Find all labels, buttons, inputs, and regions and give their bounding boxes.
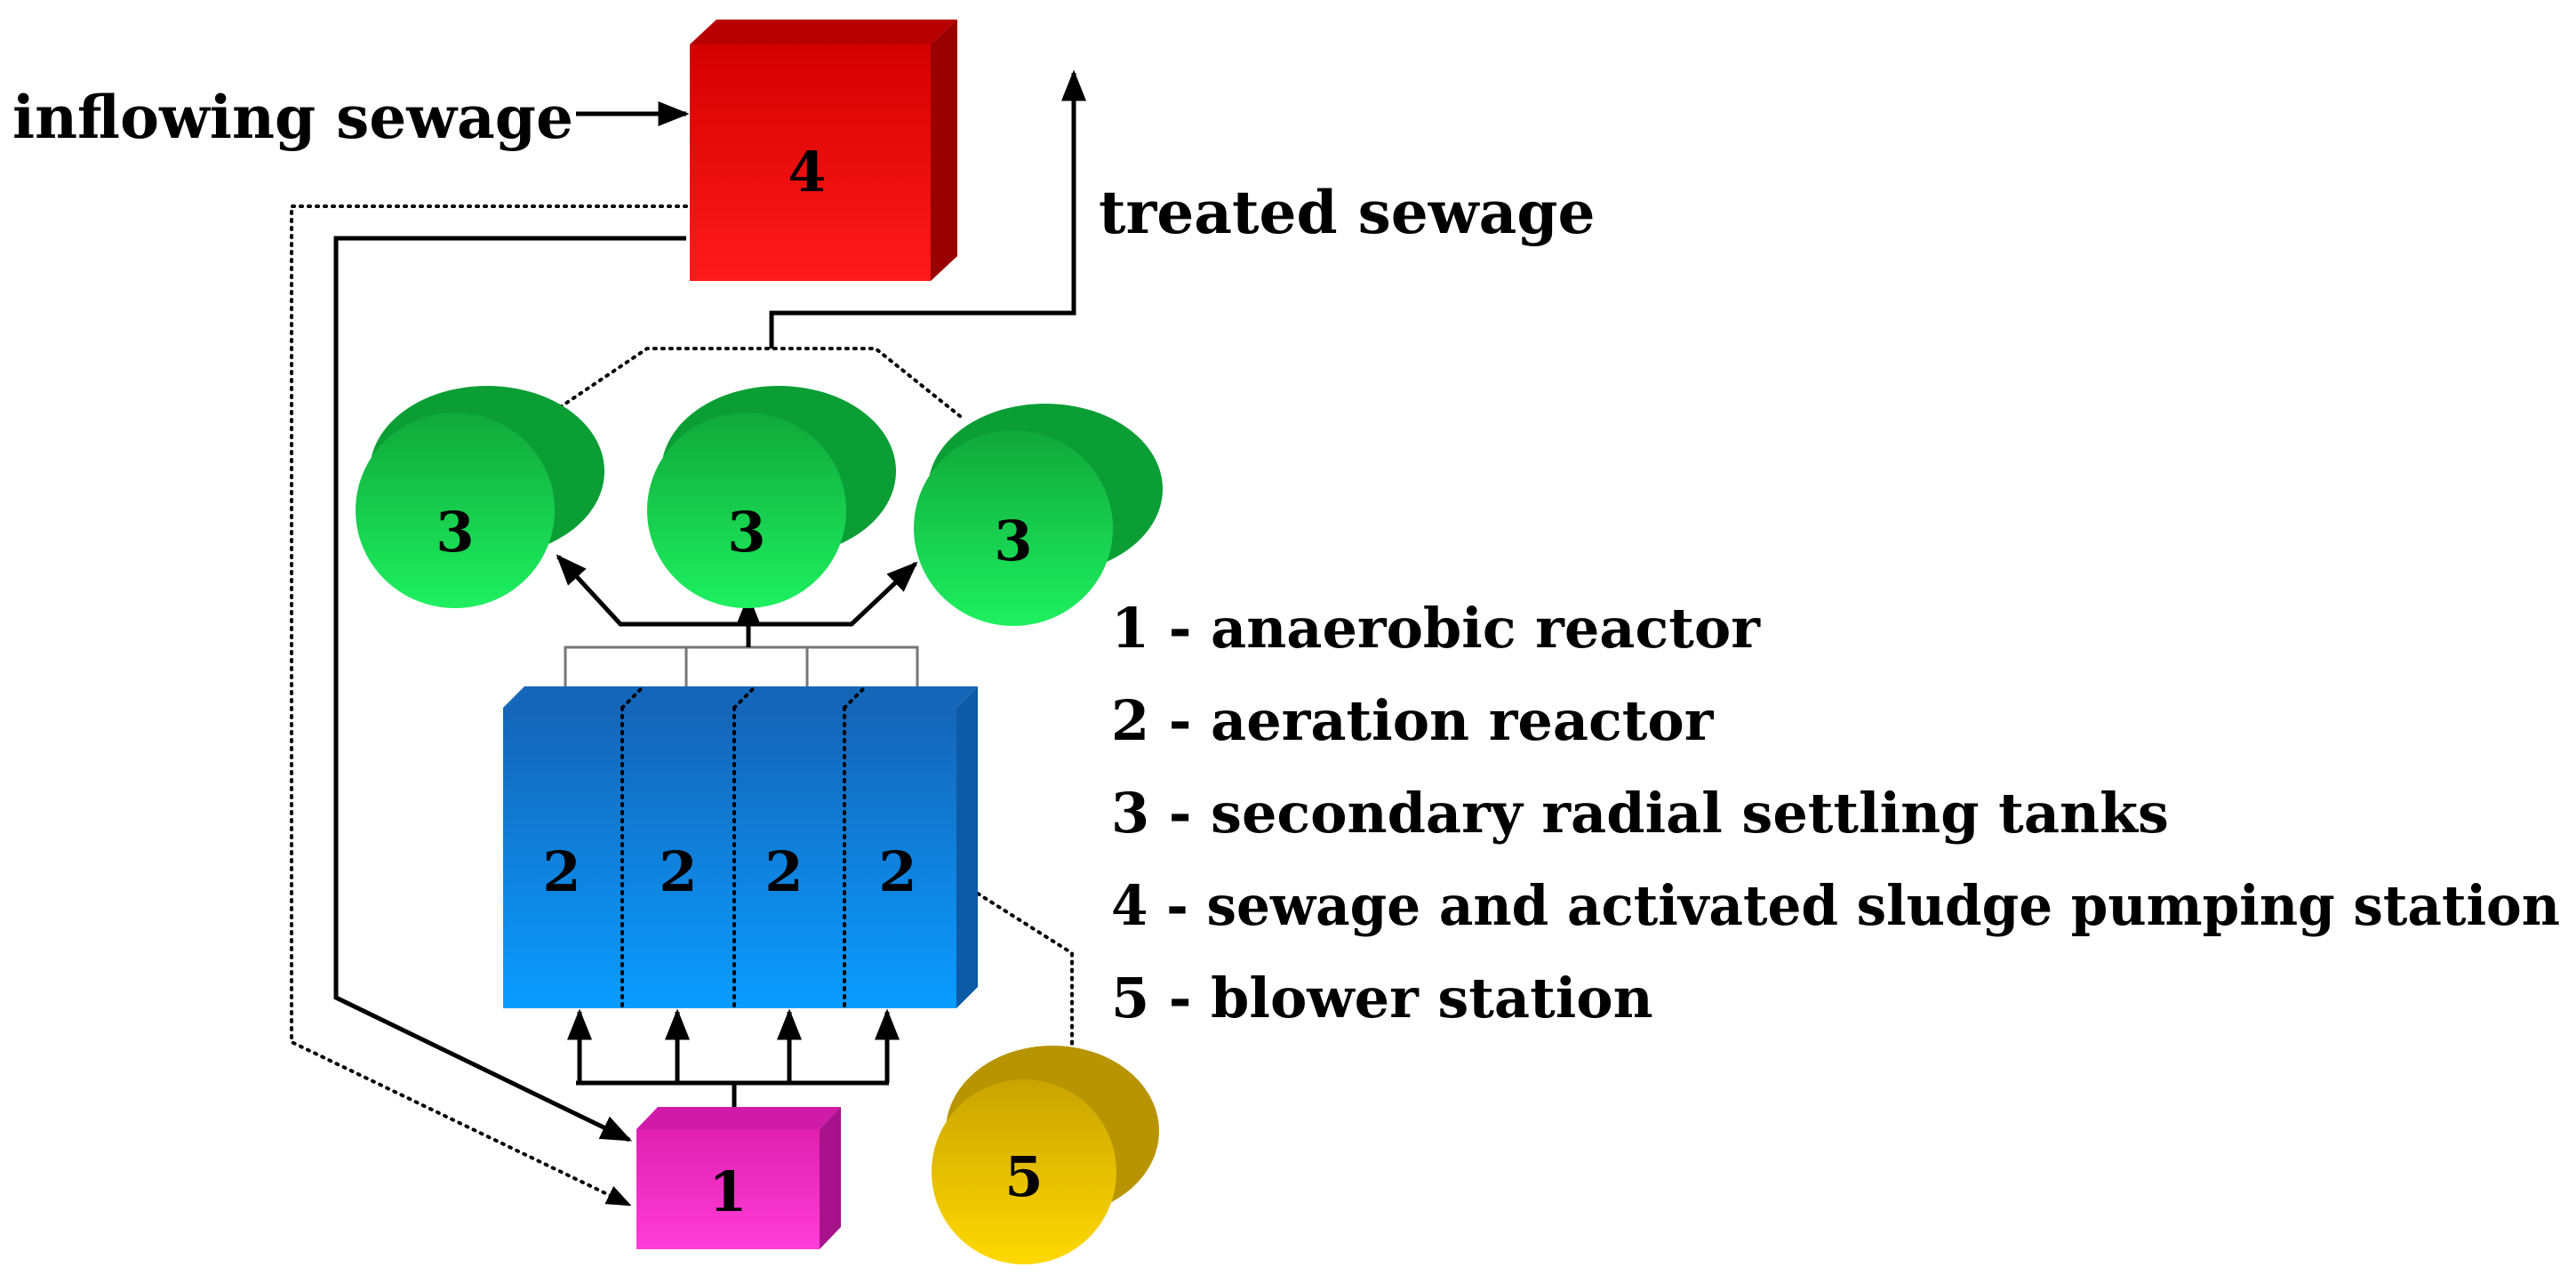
aeration-chamber-3-label: 2 xyxy=(764,839,803,904)
legend-item-1: 1 - anaerobic reactor xyxy=(1111,596,1761,661)
settling-tanks-collector xyxy=(558,347,962,418)
legend-item-5: 5 - blower station xyxy=(1111,966,1653,1030)
settling-tank-left-label: 3 xyxy=(436,500,474,565)
sludge-return-line xyxy=(290,204,688,1207)
settling-tank-middle: 3 xyxy=(647,386,896,608)
aeration-collector xyxy=(564,646,919,686)
blower-station-label: 5 xyxy=(1004,1144,1043,1209)
legend: 1 - anaerobic reactor 2 - aeration react… xyxy=(1111,596,2560,1030)
sewage-line-to-reactor1 xyxy=(333,236,686,1143)
anaerobic-reactor-label: 1 xyxy=(708,1159,747,1224)
settling-tank-middle-label: 3 xyxy=(727,500,765,565)
outflow-arrow xyxy=(769,69,1086,349)
aeration-chamber-4-label: 2 xyxy=(878,839,916,904)
settling-tank-right-label: 3 xyxy=(994,509,1032,573)
air-line xyxy=(976,892,1074,1049)
chamber-divider-top-1 xyxy=(620,685,645,710)
inflow-label: inflowing sewage xyxy=(12,83,573,152)
to-tank-right xyxy=(748,561,918,627)
chamber-divider-top-2 xyxy=(732,685,757,710)
aeration-reactor: 2 2 2 2 xyxy=(503,685,978,1010)
pumping-station-label: 4 xyxy=(788,140,826,204)
aeration-chamber-2-label: 2 xyxy=(659,839,697,904)
to-tank-left xyxy=(556,554,748,627)
pumping-station: 4 xyxy=(690,20,957,281)
outflow-label: treated sewage xyxy=(1099,178,1596,247)
legend-item-2: 2 - aeration reactor xyxy=(1111,688,1715,753)
blower-station: 5 xyxy=(932,1046,1159,1264)
chamber-divider-top-3 xyxy=(843,685,868,710)
settling-tank-right: 3 xyxy=(914,404,1163,626)
legend-item-3: 3 - secondary radial settling tanks xyxy=(1111,781,2169,846)
anaerobic-reactor: 1 xyxy=(636,1107,841,1249)
settling-tank-left: 3 xyxy=(356,386,604,608)
aeration-chamber-1-label: 2 xyxy=(542,839,580,904)
flow-lines xyxy=(290,69,1086,1207)
legend-item-4: 4 - sewage and activated sludge pumping … xyxy=(1111,873,2560,938)
